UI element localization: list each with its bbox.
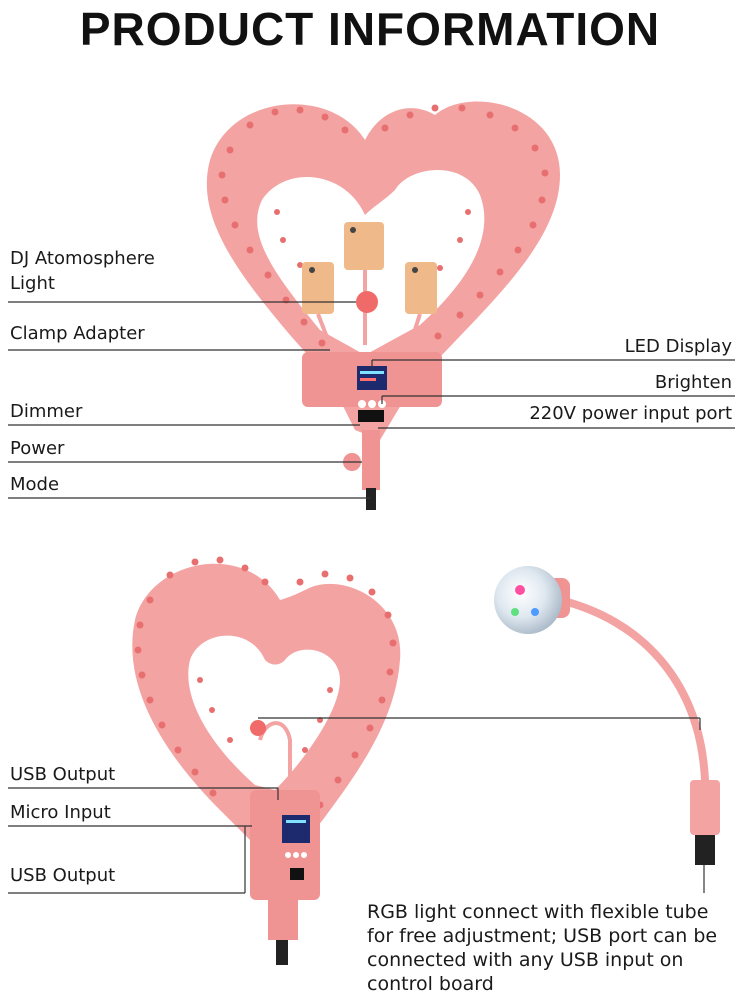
rgb-description-line4: control board <box>367 973 494 995</box>
rgb-ball-light <box>494 566 720 865</box>
rgb-description-line1: RGB light connect with flexible tube <box>367 901 709 923</box>
top-leader-lines <box>8 301 735 499</box>
top-heart-beads <box>218 104 549 347</box>
usb-plug-tip <box>695 835 715 865</box>
bottom-control-box <box>250 790 320 900</box>
dj-ball-top <box>356 291 378 313</box>
label-dj-atmosphere-line2: Light <box>10 273 55 294</box>
bottom-heart-frame <box>132 563 401 870</box>
bottom-heart-light <box>132 556 401 965</box>
label-clamp-adapter: Clamp Adapter <box>10 323 145 344</box>
label-brighten: Brighten <box>654 372 732 393</box>
label-micro-input: Micro Input <box>10 802 111 823</box>
label-power-input-port: 220V power input port <box>529 403 732 424</box>
top-heart-light <box>206 101 560 510</box>
page-title: PRODUCT INFORMATION <box>79 3 661 55</box>
label-led-display: LED Display <box>624 336 732 357</box>
label-usb-output-top: USB Output <box>10 764 116 785</box>
label-dj-atmosphere-line1: DJ Atomosphere <box>10 248 155 269</box>
label-power: Power <box>10 438 65 459</box>
label-mode: Mode <box>10 474 60 495</box>
rgb-description: RGB light connect with flexible tube for… <box>367 900 737 996</box>
bottom-leader-lines <box>8 717 705 894</box>
label-dimmer: Dimmer <box>10 401 83 422</box>
top-dimmer-knob <box>358 410 384 422</box>
dj-ball-bottom <box>250 720 266 736</box>
rgb-ball <box>494 566 562 634</box>
usb-plug-body <box>690 780 720 835</box>
rgb-description-line3: connected with any USB input on <box>367 949 684 971</box>
label-usb-output-bottom: USB Output <box>10 865 116 886</box>
rgb-description-line2: for free adjustment; USB port can be <box>367 925 718 947</box>
top-stand-adapter <box>362 430 380 490</box>
top-phone-holders <box>302 222 437 346</box>
bottom-led-screen <box>282 815 310 843</box>
